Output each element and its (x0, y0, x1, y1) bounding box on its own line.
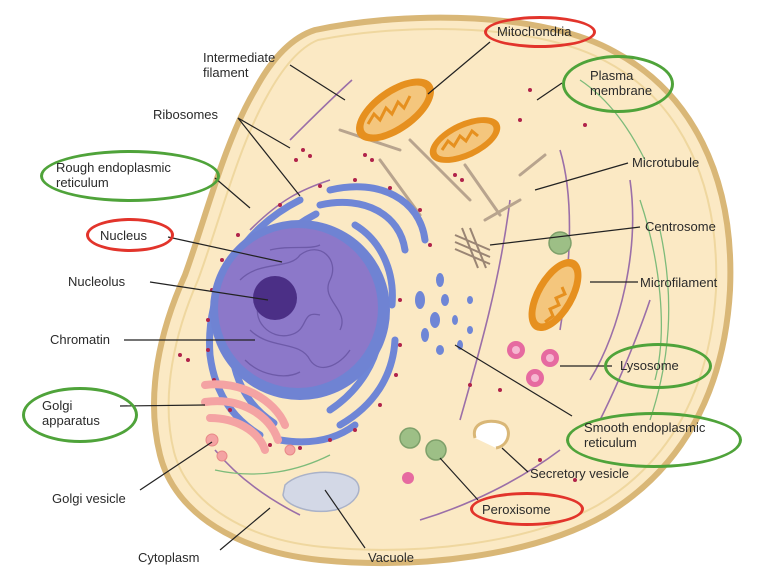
label-lysosome: Lysosome (620, 358, 679, 373)
label-nucleolus: Nucleolus (68, 274, 126, 289)
label-secretory-vesicle: Secretory vesicle (530, 466, 629, 481)
highlight-mitochondria (484, 16, 596, 48)
chromatin-strands (239, 244, 351, 377)
label-rough-er: Rough endoplasmic reticulum (56, 160, 171, 190)
label-smooth-er: Smooth endoplasmic reticulum (584, 420, 706, 450)
nucleoplasm (218, 228, 378, 388)
mitochondrion-right (528, 258, 582, 332)
label-microtubule: Microtubule (632, 155, 700, 170)
label-ribosomes: Ribosomes (153, 107, 219, 122)
golgi-vesicles (205, 433, 296, 462)
label-plasma-membrane: Plasma membrane (590, 68, 653, 98)
nucleolus (253, 276, 297, 320)
label-chromatin: Chromatin (50, 332, 110, 347)
label-peroxisome: Peroxisome (482, 502, 551, 517)
label-golgi-apparatus: Golgi apparatus (42, 398, 100, 428)
rough-er-ribosomes (206, 178, 432, 450)
label-intermediate-filament: Intermediate filament (203, 50, 276, 80)
label-nucleus: Nucleus (100, 228, 147, 243)
label-cytoplasm: Cytoplasm (138, 550, 200, 565)
free-ribosomes (178, 88, 587, 482)
label-vacuole: Vacuole (368, 550, 415, 565)
highlight-nucleus (86, 218, 174, 252)
highlight-golgi (22, 387, 138, 443)
centrosome (454, 227, 491, 269)
highlight-plasma-membrane (562, 55, 674, 113)
golgi-apparatus (201, 380, 289, 454)
highlight-smooth-er (566, 412, 742, 468)
label-golgi-vesicle: Golgi vesicle (52, 491, 126, 506)
peroxisomes (399, 231, 572, 461)
highlight-lysosome (604, 343, 712, 389)
leader-lines (119, 41, 641, 551)
label-mitochondria: Mitochondria (497, 24, 572, 39)
highlight-rough-er (40, 150, 220, 202)
mitochondrion-middle (429, 117, 501, 163)
label-centrosome: Centrosome (645, 219, 716, 234)
label-microfilament: Microfilament (640, 275, 718, 290)
mitochondrion-top (356, 78, 434, 142)
highlight-peroxisome (470, 492, 584, 526)
vacuole (282, 471, 360, 512)
secretory-vesicle (472, 419, 510, 450)
